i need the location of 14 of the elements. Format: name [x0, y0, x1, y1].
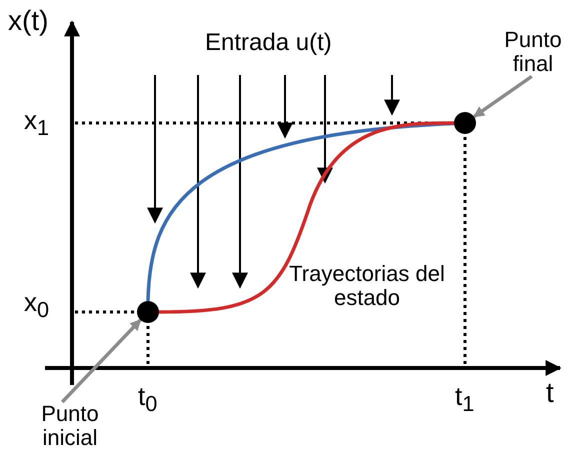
annotation-text: Trayectorias del estado: [288, 262, 446, 310]
annotation-text: Entrada u(t): [205, 30, 332, 56]
axis-tick-label: t$_{0}$: [138, 382, 158, 416]
axis-tick-label: x$_{1}$: [24, 106, 50, 140]
axis-title: x(t): [8, 6, 48, 37]
leader-arrow: [473, 74, 533, 118]
callout-text: Punto final: [490, 28, 576, 76]
axis-title: t: [546, 378, 554, 409]
axis-tick-label: x$_{0}$: [24, 288, 50, 322]
point-marker: [454, 112, 476, 134]
leader-arrow: [60, 318, 142, 404]
point-marker: [137, 301, 159, 323]
axis-tick-label: t$_{1}$: [455, 382, 474, 416]
callout-text: Punto inicial: [22, 402, 118, 450]
